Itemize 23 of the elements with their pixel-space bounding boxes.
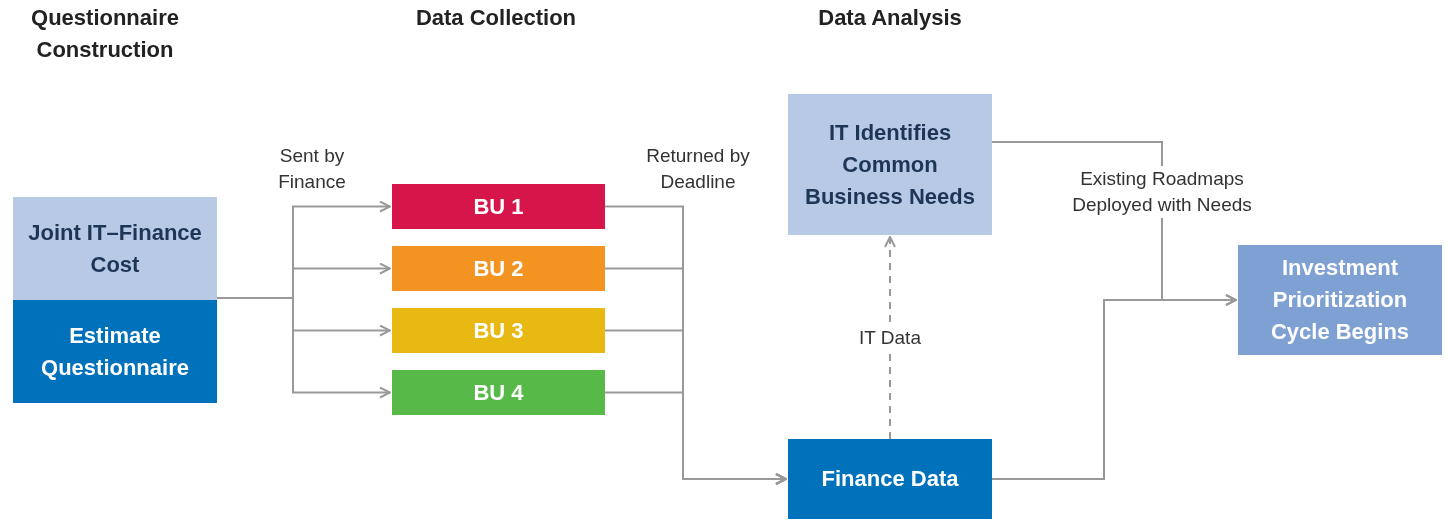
process-box [392,184,605,229]
arrow [216,297,391,399]
process-box [392,246,605,291]
box-section: Estimate Questionnaire [13,300,217,403]
process-box [788,94,992,235]
box-label: BU 2 [473,254,524,283]
box-label: Finance Data [821,465,959,493]
arrow [604,391,787,485]
process-box [392,308,605,353]
box-section: Joint IT–Finance Cost [13,197,217,300]
stage-heading: Questionnaire Construction [30,4,180,64]
process-box [392,370,605,415]
stage-heading: Data Collection [414,4,578,32]
box-label: BU 3 [473,316,524,345]
arrow [991,294,1237,480]
box-label: BU 1 [473,192,524,221]
box-label: Investment Prioritization Cycle Begins [1269,254,1411,346]
box-label: IT Identifies Common Business Needs [804,118,976,211]
process-box [788,439,992,519]
process-box [1238,245,1442,355]
stage-heading: Data Analysis [817,4,963,32]
dashed-arrow [884,236,896,440]
box-label: BU 4 [473,378,524,407]
